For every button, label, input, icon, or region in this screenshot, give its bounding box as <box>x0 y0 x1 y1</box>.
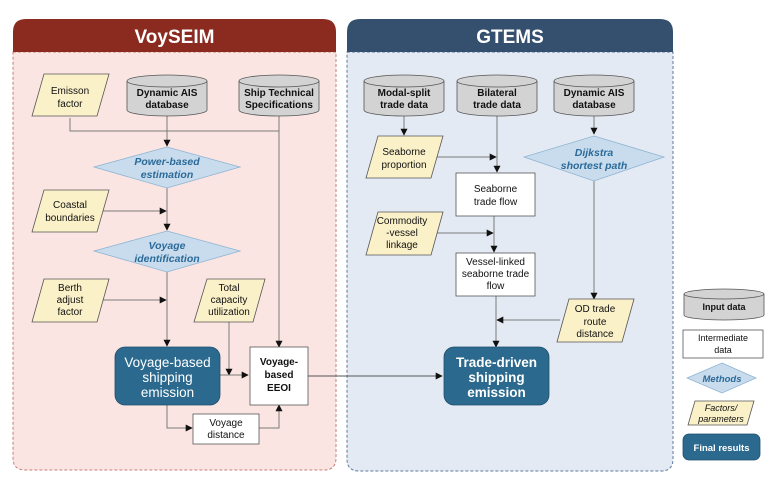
voyseim-header <box>13 19 336 52</box>
voyseim-connectors <box>69 116 443 432</box>
legend-factors-parameters: Factors/parameters <box>687 400 755 426</box>
svg-text:Methods: Methods <box>702 374 741 385</box>
gtems-title: GTEMS <box>476 27 544 48</box>
svg-text:Input data: Input data <box>703 302 747 312</box>
voyseim-title: VoySEIM <box>135 27 215 48</box>
legend-final-results: Final results <box>682 433 761 461</box>
svg-text:Factors/parameters: Factors/parameters <box>697 403 744 424</box>
gtems-header <box>347 19 673 52</box>
svg-text:Final results: Final results <box>694 443 750 454</box>
gtems-connectors <box>400 116 598 348</box>
legend-methods: Methods <box>685 362 757 394</box>
legend-input-data: Input data <box>683 288 765 321</box>
